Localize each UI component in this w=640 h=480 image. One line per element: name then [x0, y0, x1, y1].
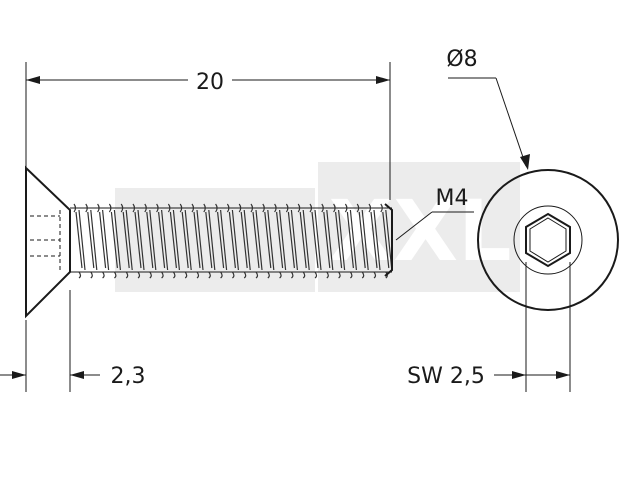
thread-crest	[203, 203, 216, 279]
hex-socket-icon	[525, 212, 571, 268]
thread-crest	[108, 203, 121, 279]
watermark: XXL	[115, 162, 520, 292]
thread-crest	[215, 203, 228, 279]
thread-crest	[333, 203, 346, 279]
thread-crest	[156, 203, 169, 279]
thread-crest	[179, 203, 192, 279]
thread-crest	[344, 203, 357, 279]
thread-crest	[167, 203, 180, 279]
thread-crest	[191, 203, 204, 279]
head-diameter-callout: Ø8	[446, 47, 530, 170]
thread-crest	[226, 203, 239, 279]
thread-crest	[285, 203, 298, 279]
watermark-text: XXL	[328, 182, 511, 280]
length-label: 20	[196, 70, 224, 95]
hex-socket-hidden-lines	[30, 210, 61, 270]
screw-head	[25, 165, 71, 319]
thread-crest	[274, 203, 287, 279]
thread-callout: M4	[395, 186, 474, 241]
wrench-size-dimension: SW 2,5	[407, 262, 571, 392]
thread-crest	[250, 203, 263, 279]
screw-side-view	[25, 165, 393, 319]
screw-head-top-view	[477, 169, 619, 311]
thread-crest	[380, 203, 393, 279]
head-depth-label: 2,3	[111, 364, 146, 389]
thread-crest	[321, 203, 334, 279]
thread-crest	[238, 203, 251, 279]
thread-crest	[262, 203, 275, 279]
thread-crest	[73, 203, 86, 279]
length-dimension: 20	[25, 62, 391, 200]
wrench-size-label: SW 2,5	[407, 364, 485, 389]
thread-label: M4	[436, 186, 469, 211]
thread-crest	[368, 203, 381, 279]
thread-crest	[309, 203, 322, 279]
thread-crest	[356, 203, 369, 279]
thread-crest	[297, 203, 310, 279]
thread-crest	[144, 203, 157, 279]
thread-crest	[97, 203, 110, 279]
thread-crest	[85, 203, 98, 279]
thread-crest	[120, 203, 133, 279]
thread-pattern	[73, 203, 393, 279]
thread-crest	[132, 203, 145, 279]
head-depth-dimension: 2,3	[0, 290, 146, 392]
head-diameter-label: Ø8	[446, 47, 477, 72]
